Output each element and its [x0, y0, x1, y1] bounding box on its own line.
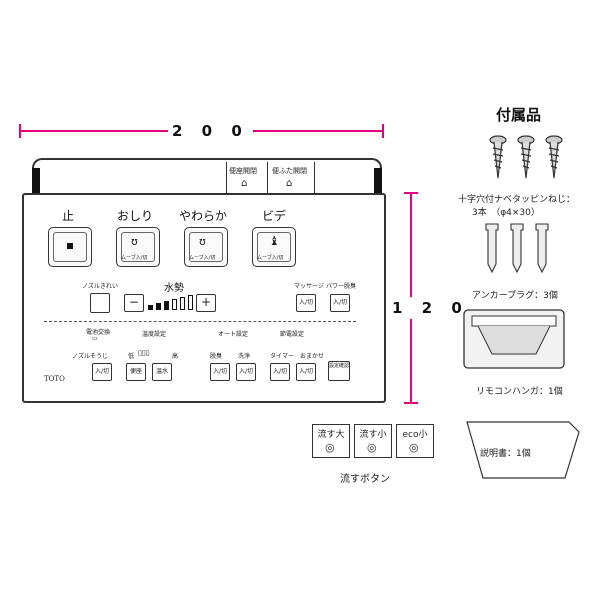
soft-wash-icon: ʊ	[199, 235, 206, 248]
hanger-svg	[463, 309, 565, 369]
pressure-bar-3	[164, 301, 169, 310]
soft-wash-label: やわらか	[179, 209, 228, 223]
energy-setting-label: 節電設定	[280, 331, 305, 338]
flush-small-icon: ◎	[367, 441, 377, 454]
remote-controller: 止 おしり やわらか ビデ ʊ ムーブ入/切 ʊ ムーブ入/切 ♝ ムーブ入/切…	[22, 193, 386, 403]
water-temp-button[interactable]: 温水	[152, 363, 172, 381]
accessories-title: 付属品	[496, 106, 542, 124]
bidet-sub: ムーブ入/切	[257, 255, 284, 261]
soft-wash-button[interactable]: ʊ ムーブ入/切	[184, 227, 228, 267]
rear-wash-label: おしり	[117, 209, 154, 223]
flush-small-label: 流す小	[359, 430, 387, 440]
energy-timer-button[interactable]: 入/切	[270, 363, 290, 381]
auto-wash-button[interactable]: 入/切	[236, 363, 256, 381]
screws-count: 3本 （φ4×30）	[472, 208, 540, 218]
hanger-icon	[462, 308, 566, 372]
width-dimension-tick-left	[19, 124, 21, 138]
energy-auto-button[interactable]: 入/切	[296, 363, 316, 381]
flush-eco-label: eco小	[402, 430, 428, 440]
lid-open-button[interactable]: 便ふた開閉 ⌂	[270, 162, 315, 194]
nozzle-clean2-label: ノズルそうじ	[72, 353, 109, 360]
remote-side-left	[32, 168, 40, 204]
screw-icons	[484, 134, 574, 182]
temp-setting-label: 温度設定	[142, 331, 167, 338]
seat-icon: ⌂	[241, 178, 248, 189]
screws-svg	[489, 135, 563, 179]
brand-logo: TOTO	[44, 375, 65, 383]
pressure-bar-5	[180, 297, 185, 310]
temp-level-icon: ▯▯▯	[138, 349, 150, 357]
rear-wash-button-face	[121, 232, 155, 262]
soft-wash-sub: ムーブ入/切	[189, 255, 216, 261]
hanger-label: リモコンハンガ：1個	[476, 387, 563, 397]
pressure-bar-1	[148, 305, 153, 310]
massage-label: マッサージ	[294, 283, 324, 290]
pressure-bar-4	[172, 299, 177, 310]
flush-eco-icon: ◎	[409, 441, 419, 454]
seat-open-button[interactable]: 便座開閉 ⌂	[226, 162, 268, 194]
height-dimension-label: 1 2 0	[392, 297, 469, 319]
manual-svg	[466, 421, 580, 479]
seat-open-label: 便座開閉	[229, 167, 257, 175]
flush-large-button[interactable]: 流す大 ◎	[312, 424, 350, 458]
remote-top-cap: 便座開閉 ⌂ 便ふた開閉 ⌂	[32, 158, 382, 204]
lower-panel	[44, 321, 356, 392]
energy-item-timer: タイマー	[270, 353, 295, 360]
seat-temp-button[interactable]: 便座	[126, 363, 146, 381]
setting-confirm-button[interactable]: 設定確認	[328, 361, 350, 381]
pressure-bar-2	[156, 303, 161, 310]
flush-small-button[interactable]: 流す小 ◎	[354, 424, 392, 458]
bidet-label: ビデ	[262, 209, 287, 223]
auto-item-deodorize: 脱臭	[210, 353, 223, 360]
energy-item-auto: おまかせ	[300, 353, 325, 360]
height-dimension-tick-top	[404, 192, 418, 194]
lid-icon: ⌂	[286, 178, 293, 189]
nozzle-clean2-button[interactable]: 入/切	[92, 363, 112, 381]
bidet-button[interactable]: ♝ ムーブ入/切	[252, 227, 296, 267]
anchor-icons	[480, 220, 560, 278]
stop-button-face	[53, 232, 87, 262]
bidet-icon: ♝	[269, 234, 280, 248]
stop-label: 止	[62, 209, 75, 223]
temp-low-label: 低	[128, 353, 135, 360]
manual-label: 説明書：1個	[480, 449, 531, 459]
pressure-minus-button[interactable]: −	[124, 294, 144, 312]
pressure-plus-button[interactable]: +	[196, 294, 216, 312]
bidet-button-face	[257, 232, 291, 262]
screws-label: 十字穴付ナベタッピンねじ：	[458, 195, 576, 205]
battery-label: 電池交換	[86, 329, 111, 336]
battery-icon: ▭	[92, 335, 98, 342]
power-deodorize-button[interactable]: 入/切	[330, 294, 350, 312]
stop-button[interactable]	[48, 227, 92, 267]
height-dimension-tick-bottom	[404, 402, 418, 404]
pressure-level-indicator	[148, 295, 196, 311]
width-dimension-label: 2 0 0	[168, 122, 253, 140]
anchors-svg	[485, 223, 549, 274]
water-pressure-label: 水勢	[164, 283, 184, 294]
temp-high-label: 高	[172, 353, 179, 360]
power-deodorize-label: パワー脱臭	[326, 283, 357, 290]
stop-icon	[67, 243, 73, 249]
manual-icon	[465, 420, 581, 480]
flush-large-icon: ◎	[325, 441, 335, 454]
pressure-bar-6	[188, 295, 193, 310]
nozzle-clean-label: ノズルきれい	[82, 283, 119, 290]
width-dimension-tick-right	[382, 124, 384, 138]
rear-wash-button[interactable]: ʊ ムーブ入/切	[116, 227, 160, 267]
rear-wash-icon: ʊ	[131, 235, 138, 248]
auto-item-wash: 洗浄	[238, 353, 251, 360]
anchor-label: アンカープラグ：3個	[472, 291, 558, 301]
flush-eco-button[interactable]: eco小 ◎	[396, 424, 434, 458]
lid-open-label: 便ふた開閉	[272, 167, 307, 175]
auto-setting-label: オート設定	[218, 331, 249, 338]
soft-wash-button-face	[189, 232, 223, 262]
rear-wash-sub: ムーブ入/切	[121, 255, 148, 261]
auto-deodorize-button[interactable]: 入/切	[210, 363, 230, 381]
remote-side-right	[374, 168, 382, 204]
flush-large-label: 流す大	[317, 430, 345, 440]
flush-caption: 流すボタン	[340, 474, 390, 485]
nozzle-clean-button[interactable]	[90, 293, 110, 313]
massage-button[interactable]: 入/切	[296, 294, 316, 312]
